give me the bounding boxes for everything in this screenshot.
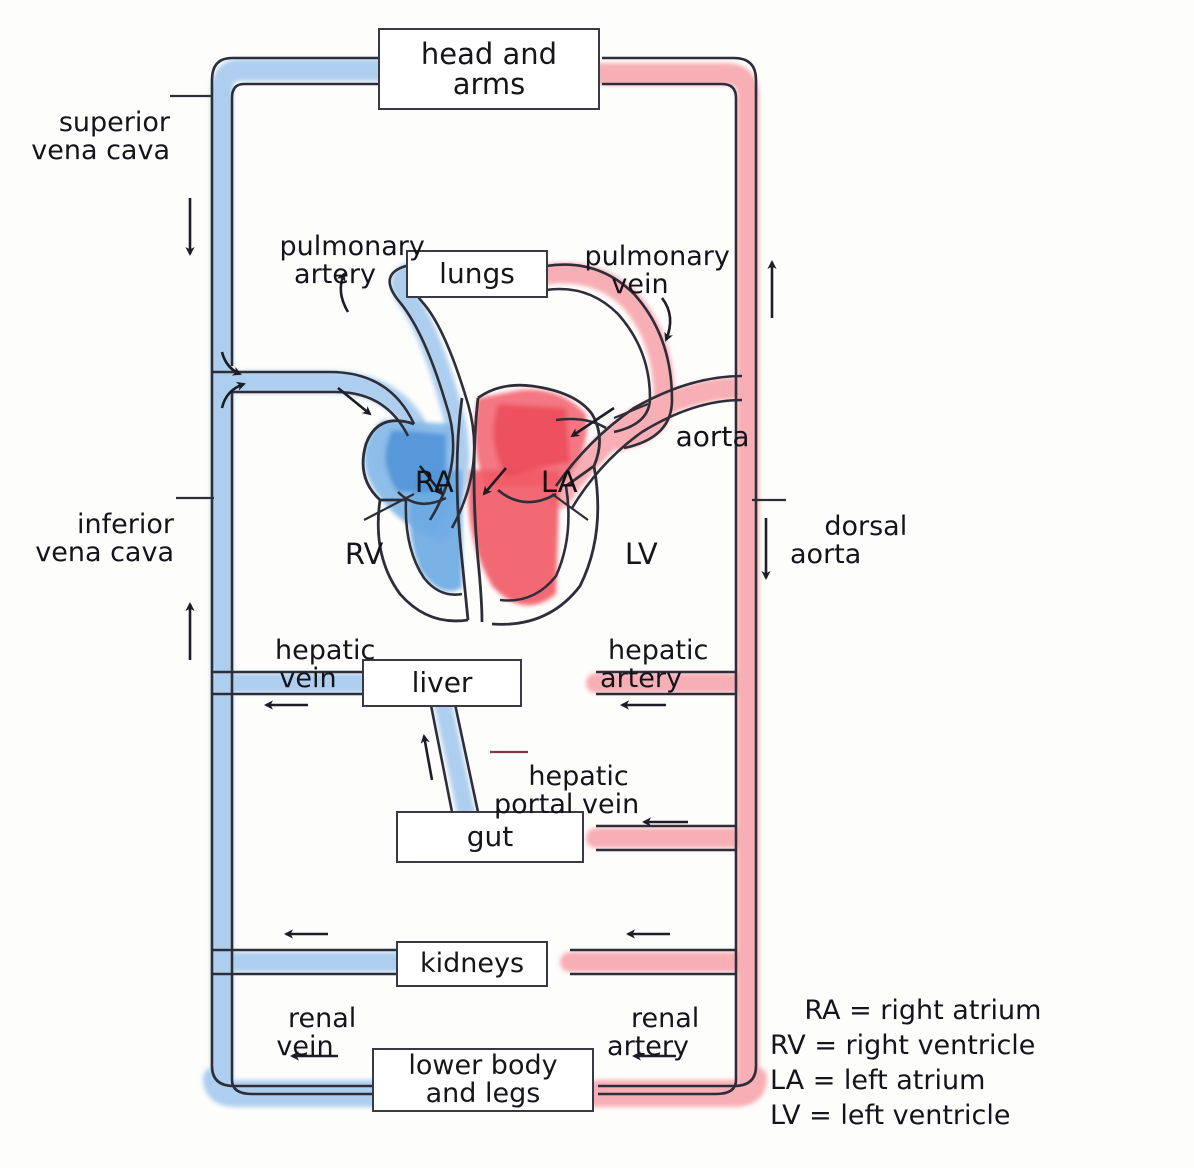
label-renal-artery: renal artery [578, 976, 718, 1090]
label-hepatic-vein-text: hepatic vein [275, 634, 376, 695]
label-left-ventricle: LV [588, 508, 658, 600]
label-aorta-text: aorta [675, 419, 750, 453]
label-rv-text: RV [344, 536, 384, 571]
label-renal-artery-text: renal artery [607, 1002, 700, 1063]
organ-box-kidneys[interactable]: kidneys [396, 941, 548, 987]
arrow-hepatic-portal-up [420, 734, 434, 781]
organ-label-liver: liver [411, 666, 473, 700]
organ-label-lower-body: lower body and legs [408, 1049, 558, 1109]
organ-label-kidneys: kidneys [419, 947, 525, 979]
arrow-pulmonary-artery [336, 272, 350, 313]
organ-label-gut: gut [466, 820, 514, 854]
arrow-pulmonary-vein [660, 297, 673, 342]
label-superior-vena-cava-text: superior vena cava [31, 106, 170, 167]
label-inferior-vena-cava-text: inferior vena cava [35, 508, 174, 569]
label-pulmonary-vein-text: pulmonary vein [584, 240, 730, 301]
oxygenated-blood-highlight [468, 63, 767, 1107]
vessel-outlines [210, 56, 758, 1096]
label-lv-text: LV [624, 536, 658, 571]
label-hepatic-artery-text: hepatic artery [600, 634, 709, 695]
label-pulmonary-artery-text: pulmonary artery [279, 230, 425, 291]
label-superior-vena-cava: superior vena cava [18, 80, 170, 194]
label-la-text: LA [540, 464, 578, 499]
label-hepatic-vein: hepatic vein [238, 608, 378, 722]
label-aorta: aorta [640, 392, 760, 481]
arrow-ra-to-rv [418, 465, 444, 496]
label-renal-vein-text: renal vein [276, 1002, 357, 1063]
arrow-ivc-junction [220, 381, 246, 409]
leader-lv [551, 493, 589, 521]
organ-box-head-and-arms[interactable]: head and arms [378, 28, 600, 110]
label-hepatic-artery: hepatic artery [566, 608, 716, 722]
label-leader-lines [170, 94, 786, 754]
organ-box-liver[interactable]: liver [362, 659, 522, 707]
label-dorsal-aorta: dorsal aorta [790, 484, 950, 598]
arrow-svc-junction [220, 351, 242, 376]
flow-direction-arrows [185, 198, 777, 1061]
organ-label-lungs: lungs [439, 257, 515, 291]
abbreviation-legend: RA = right atrium RV = right ventricle L… [770, 958, 1100, 1169]
organ-box-lungs[interactable]: lungs [406, 250, 548, 298]
leader-aorta [613, 402, 649, 420]
arrow-la-to-lv [482, 467, 507, 496]
arrow-into-ra [337, 386, 372, 416]
arrow-into-la [570, 406, 615, 438]
label-right-ventricle: RV [308, 508, 383, 600]
label-right-atrium: RA [378, 436, 454, 528]
leader-rv [363, 493, 415, 521]
label-left-atrium: LA [504, 436, 578, 528]
organ-box-lower-body[interactable]: lower body and legs [372, 1048, 594, 1112]
label-inferior-vena-cava: inferior vena cava [22, 482, 174, 596]
organ-label-head-and-arms: head and arms [420, 36, 558, 101]
deoxygenated-blood-highlight [203, 59, 475, 1107]
label-pulmonary-artery: pulmonary artery [240, 204, 430, 318]
label-hepatic-portal-vein-text: hepatic portal vein [494, 760, 640, 821]
label-hepatic-portal-vein: hepatic portal vein [494, 734, 714, 848]
abbreviation-legend-text: RA = right atrium RV = right ventricle L… [770, 995, 1042, 1132]
organ-box-gut[interactable]: gut [396, 811, 584, 863]
label-renal-vein: renal vein [240, 976, 370, 1090]
label-dorsal-aorta-text: dorsal aorta [790, 510, 908, 571]
label-pulmonary-vein: pulmonary vein [548, 214, 732, 328]
label-ra-text: RA [414, 464, 454, 499]
